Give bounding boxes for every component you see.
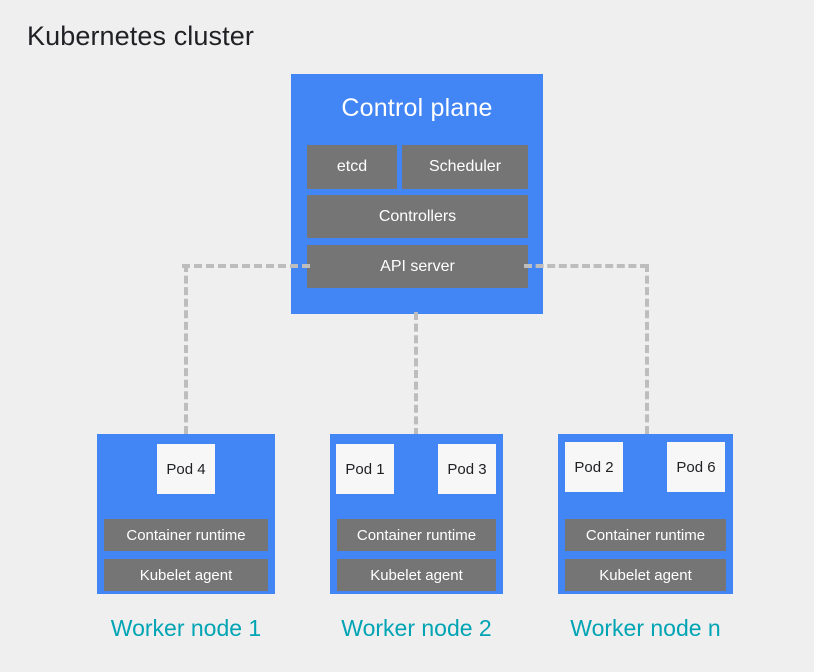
- worker-node-2-kubelet-agent: Kubelet agent: [337, 559, 496, 591]
- control-plane-component-api-server: API server: [307, 245, 528, 288]
- worker-node-2-pod-3: Pod 3: [438, 444, 496, 494]
- worker-node-n-pod-2: Pod 2: [565, 442, 623, 492]
- connector-api-server-to-worker-node-1-vertical: [184, 264, 188, 434]
- worker-node-n-pod-6: Pod 6: [667, 442, 725, 492]
- connector-api-server-to-worker-node-2-vertical: [414, 312, 418, 436]
- connector-api-server-to-worker-node-n-horizontal: [524, 264, 648, 268]
- worker-node-1-pod-4: Pod 4: [157, 444, 215, 494]
- connector-api-server-to-worker-node-n-vertical: [645, 264, 649, 434]
- worker-node-n-kubelet-agent: Kubelet agent: [565, 559, 726, 591]
- page-title: Kubernetes cluster: [27, 21, 254, 51]
- worker-node-1-label: Worker node 1: [110, 615, 262, 641]
- worker-node-2-label: Worker node 2: [341, 615, 492, 641]
- control-plane-component-scheduler: Scheduler: [402, 145, 528, 189]
- worker-node-n-container-runtime: Container runtime: [565, 519, 726, 551]
- control-plane-component-etcd: etcd: [307, 145, 397, 189]
- worker-node-2-container-runtime: Container runtime: [337, 519, 496, 551]
- control-plane-component-controllers: Controllers: [307, 195, 528, 238]
- worker-node-1-container-runtime: Container runtime: [104, 519, 268, 551]
- connector-api-server-to-worker-node-1-horizontal: [182, 264, 310, 268]
- worker-node-n-label: Worker node n: [570, 615, 721, 641]
- worker-node-1-kubelet-agent: Kubelet agent: [104, 559, 268, 591]
- control-plane-title: Control plane: [341, 94, 493, 122]
- worker-node-2-pod-1: Pod 1: [336, 444, 394, 494]
